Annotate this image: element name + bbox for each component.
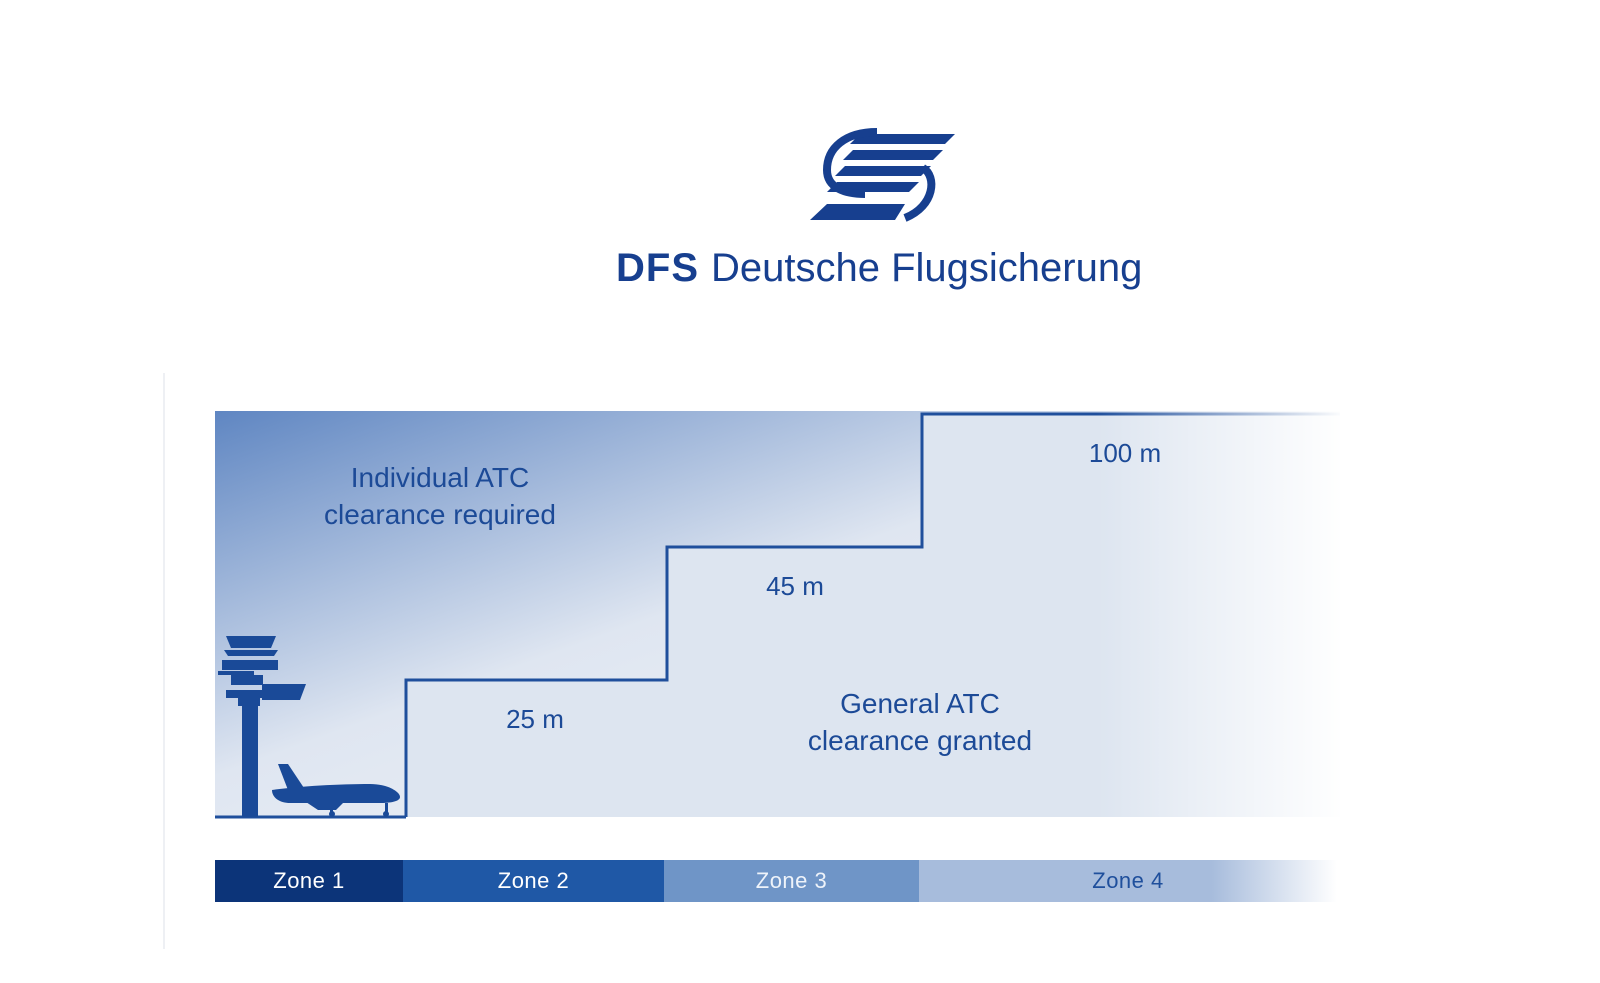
zone-3: Zone 3 [664,860,919,902]
airplane-icon [272,764,400,817]
step-label-25m: 25 m [506,704,564,734]
dfs-logo: DFS Deutsche Flugsicherung [0,0,1600,320]
zone-2: Zone 2 [403,860,664,902]
restricted-area-label: Individual ATC clearance required [324,462,556,530]
dfs-logo-mark-icon [810,128,955,222]
zone-4: Zone 4 [919,860,1337,902]
right-fade [215,405,1345,820]
logo-name: Deutsche Flugsicherung [711,246,1143,290]
zone-bar: Zone 1 Zone 2 Zone 3 Zone 4 [215,860,1337,902]
dfs-wordmark: DFS Deutsche Flugsicherung [616,244,1142,292]
step-label-100m: 100 m [1088,438,1162,468]
left-divider [163,373,165,949]
zone-1: Zone 1 [215,860,403,902]
control-tower-icon [218,636,306,817]
general-area-label: General ATC clearance granted [807,688,1033,756]
logo-abbreviation: DFS [616,246,699,290]
step-label-45m: 45 m [766,571,824,601]
